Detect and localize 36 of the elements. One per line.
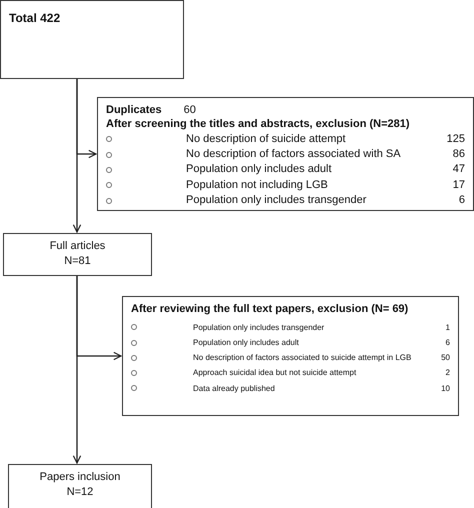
list-item: Population not including LGB — [186, 178, 329, 193]
arrow — [72, 276, 82, 464]
process-box — [0, 0, 184, 79]
count-value: 47 — [452, 162, 465, 178]
list-item: Population only includes transgender — [186, 193, 368, 208]
count-value: 2 — [444, 367, 450, 380]
heading: Total 422 — [9, 11, 62, 26]
heading: After screening the titles and abstracts, exclusion (N=281) — [106, 118, 411, 132]
heading: Duplicates — [106, 104, 162, 118]
process-box — [3, 233, 152, 276]
step-title: Full articles — [50, 239, 106, 254]
count-value: 50 — [440, 352, 450, 364]
process-box — [97, 97, 474, 211]
list-item: No description of suicide attempt — [186, 132, 347, 146]
count-value: 10 — [440, 382, 450, 394]
count-value: 1 — [444, 322, 450, 334]
arrow — [72, 79, 82, 233]
list-item: Population only includes adult — [186, 162, 333, 178]
list-item: No description of factors associated to suicide attempt in LGB — [193, 352, 412, 364]
count-value: 17 — [452, 178, 465, 193]
list-item: No description of factors associated with SA — [186, 146, 402, 162]
list-item: Population only includes adult — [193, 336, 300, 349]
count-value: N=81 — [64, 254, 91, 269]
count-value: 86 — [452, 146, 465, 162]
step-title: Papers inclusion — [40, 470, 120, 485]
list-item: Population only includes transgender — [193, 322, 326, 334]
process-box — [122, 296, 459, 416]
count-value: 6 — [458, 193, 465, 208]
count-value: 6 — [444, 336, 450, 349]
process-box — [8, 464, 152, 508]
list-item: Approach suicidal idea but not suicide attempt — [193, 367, 358, 380]
heading: After reviewing the full text papers, exclusion (N= 69) — [131, 303, 410, 317]
count-value: 60 — [184, 104, 196, 118]
count-value: 125 — [446, 132, 465, 146]
list-item: Data already published — [193, 382, 276, 395]
count-value: N=12 — [66, 484, 94, 500]
